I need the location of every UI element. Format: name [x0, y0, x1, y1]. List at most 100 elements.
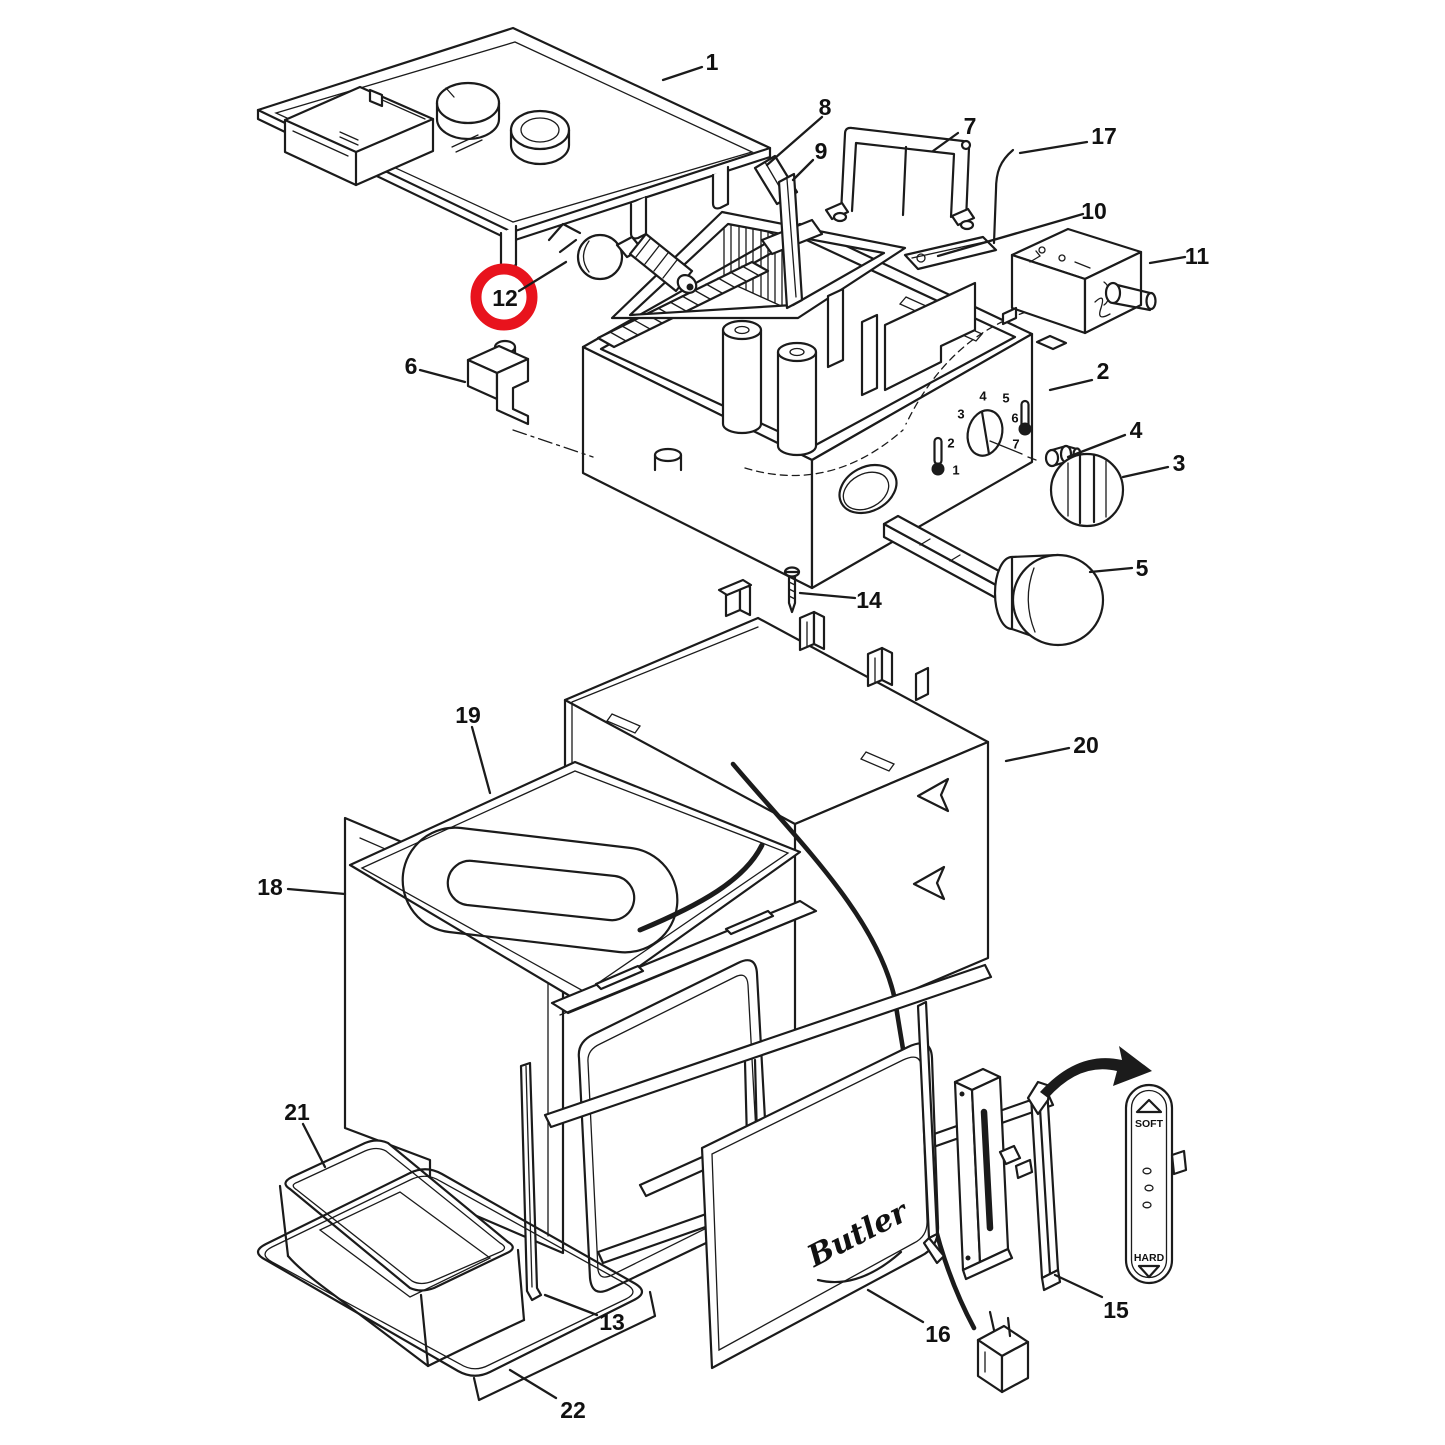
rotate-arrow-icon [1040, 1046, 1152, 1098]
part-label-21: 21 [284, 1099, 310, 1125]
thermometer-icon [1018, 399, 1032, 436]
leader-line-part-7 [931, 131, 960, 153]
part-label-15: 15 [1103, 1297, 1129, 1323]
interior-post [826, 287, 845, 369]
leader-line-part-18 [286, 887, 347, 896]
leader-line-part-5 [1088, 566, 1134, 574]
element-terminal-tube [637, 842, 765, 933]
interior-post [860, 313, 879, 397]
support-cylinder [776, 341, 818, 457]
part-label-22: 22 [560, 1397, 586, 1423]
part-14-screw [783, 566, 801, 614]
part-label-7: 7 [964, 113, 977, 139]
capillary-dashed-line [744, 429, 904, 477]
leader-line-part-3 [1121, 465, 1170, 479]
part-label-4: 4 [1130, 417, 1143, 443]
mounting-clip [866, 646, 894, 688]
part-5-timer-motor [882, 514, 1105, 647]
dial-number-2: 2 [947, 436, 954, 451]
leader-line-part-19 [470, 725, 492, 795]
support-cylinder [721, 319, 763, 435]
lamp-collar-ring [435, 81, 501, 141]
door-seal-frame [577, 959, 771, 1293]
part-7-wire-frame [824, 126, 976, 231]
leader-line-part-4 [1066, 433, 1127, 459]
leader-line-part-11 [1148, 255, 1187, 265]
dial-number-1: 1 [952, 463, 959, 478]
dial-number-7: 7 [1012, 437, 1019, 452]
leader-line-part-20 [1004, 746, 1071, 763]
inner-wire-frame [610, 210, 907, 320]
part-19-heater-plate [348, 760, 802, 1007]
interior-step-wall [883, 281, 977, 392]
top-face-slots [606, 713, 895, 772]
heating-element-loop [401, 826, 679, 954]
logo-underline-swash [816, 1250, 903, 1284]
dial-number-5: 5 [1002, 391, 1009, 406]
part-17-capillary-wire [992, 148, 1015, 245]
part-label-9: 9 [815, 138, 828, 164]
leader-line-part-17 [1018, 140, 1089, 155]
dial-number-3: 3 [957, 407, 964, 422]
flat-tab [914, 666, 930, 702]
lid-tab [629, 195, 648, 240]
ribbed-rail [596, 260, 770, 349]
leader-line-part-9 [791, 158, 815, 182]
triangle-up-icon [1135, 1098, 1163, 1114]
leader-line-part-15 [1053, 1273, 1104, 1299]
leader-line-part-6 [418, 368, 467, 384]
assembly-axis-line [512, 429, 594, 458]
part-9-flat-strip [777, 172, 804, 310]
leader-line-part-10 [936, 212, 1085, 258]
part-label-16: 16 [925, 1321, 951, 1347]
hinge-strip [916, 1000, 946, 1265]
part-3-knob [1049, 452, 1125, 528]
part-label-14: 14 [856, 587, 882, 613]
plate-side-tab [1170, 1149, 1188, 1176]
leader-line-part-14 [798, 591, 857, 600]
slider-pin-tab [1014, 1158, 1034, 1180]
part-20-rear-cover [563, 578, 990, 1042]
hook-cutout [916, 777, 950, 813]
part-label-11: 11 [1185, 243, 1210, 269]
soft-label: SOFT [1135, 1118, 1164, 1130]
part-16-front-panel: Butler [700, 1042, 940, 1370]
part-label-18: 18 [257, 874, 283, 900]
part-label-10: 10 [1081, 198, 1107, 224]
part-13-divider-panel [519, 1061, 543, 1302]
leader-line-part-16 [866, 1288, 925, 1324]
leader-line-part-22 [508, 1368, 558, 1400]
dial-window [966, 409, 1037, 461]
hook-cutout [912, 865, 946, 901]
part-label-17: 17 [1091, 123, 1117, 149]
highlight-circle-part-12 [470, 263, 538, 331]
mounting-clip [798, 610, 826, 652]
dial-number-4: 4 [979, 389, 987, 404]
part-21-tray [278, 1139, 526, 1368]
lid-tab [711, 165, 730, 210]
lid-tab [499, 224, 518, 271]
part-label-13: 13 [599, 1309, 625, 1335]
part-11-thermostat [1001, 227, 1157, 351]
plug-connector [976, 1310, 1030, 1394]
part-label-1: 1 [706, 49, 719, 75]
soft-hard-plate: SOFT HARD [1124, 1083, 1188, 1285]
small-cylinder [653, 447, 683, 472]
leader-line-part-21 [301, 1122, 327, 1169]
switch-pin [998, 1144, 1022, 1166]
part-label-19: 19 [455, 702, 481, 728]
part-label-12: 12 [492, 285, 518, 311]
thermometer-icon [931, 436, 945, 476]
leader-line-part-12 [517, 260, 568, 293]
collar-ring [509, 109, 571, 166]
leader-line-part-8 [765, 115, 824, 167]
side-oval-hole [838, 463, 898, 515]
part-label-5: 5 [1136, 555, 1149, 581]
part-label-2: 2 [1097, 358, 1110, 384]
part-6-bracket [466, 339, 594, 458]
switch-body [953, 1067, 1022, 1281]
